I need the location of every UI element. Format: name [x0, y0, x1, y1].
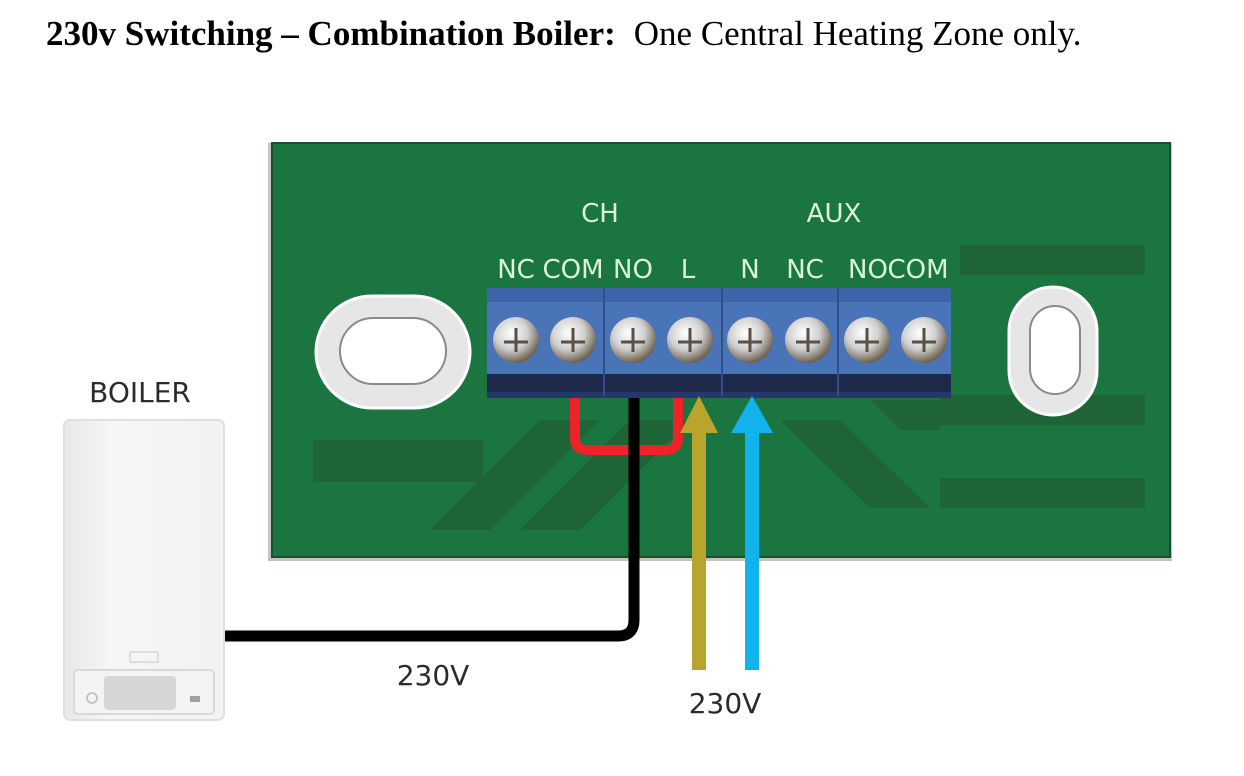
live-supply-arrow [680, 396, 718, 670]
screw-icon[interactable] [550, 317, 596, 363]
screw-icon[interactable] [901, 317, 947, 363]
boiler [63, 419, 225, 721]
boiler-logo [129, 651, 159, 663]
terminal-label-aux-nc: NC [786, 255, 824, 285]
mounting-hole-left [314, 294, 472, 410]
screw-icon[interactable] [785, 317, 831, 363]
screw-icon[interactable] [493, 317, 539, 363]
terminal-label-ch-com: COM [542, 255, 603, 285]
terminal-label-ch-no: NO [613, 255, 653, 285]
terminal-screws [493, 317, 947, 363]
screw-icon[interactable] [610, 317, 656, 363]
terminal-label-aux-com: COM [887, 255, 948, 285]
boiler-button-icon [190, 696, 200, 702]
screw-icon[interactable] [844, 317, 890, 363]
terminal-label-ch-nc: NC [497, 255, 535, 285]
group-label-ch: CH [581, 199, 619, 229]
neutral-supply-arrow [731, 396, 773, 670]
mounting-hole-right [1007, 285, 1099, 417]
boiler-body [63, 419, 225, 721]
title-bold: 230v Switching – Combination Boiler: [46, 14, 616, 53]
group-label-aux: AUX [807, 199, 862, 229]
diagram-title: 230v Switching – Combination Boiler: One … [46, 14, 1082, 54]
boiler-supply-voltage-label: 230V [397, 659, 470, 692]
terminal-label-l: L [681, 255, 696, 285]
mains-supply-voltage-label: 230V [689, 687, 762, 720]
boiler-power-icon [86, 692, 98, 704]
screw-icon[interactable] [727, 317, 773, 363]
title-subtitle: One Central Heating Zone only. [633, 14, 1082, 53]
terminal-labels: NC COM NO L N NC NO COM [497, 255, 948, 285]
terminal-label-n: N [740, 255, 759, 285]
terminal-label-aux-no: NO [848, 255, 888, 285]
link-wire-com-to-l [570, 398, 683, 455]
switched-live-wire [222, 398, 640, 642]
boiler-label: BOILER [89, 376, 191, 409]
boiler-display [104, 676, 176, 710]
screw-icon[interactable] [667, 317, 713, 363]
